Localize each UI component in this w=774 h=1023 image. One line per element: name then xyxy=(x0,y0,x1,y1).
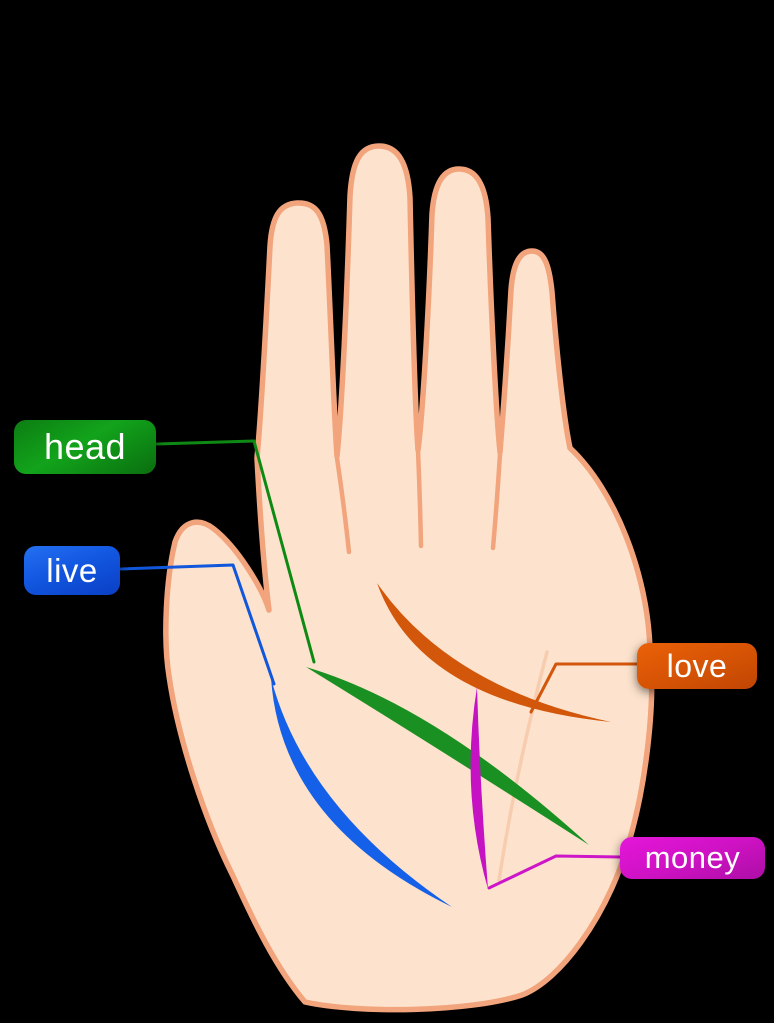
finger-webbing-crease xyxy=(334,455,352,555)
label-money-text: money xyxy=(644,840,741,875)
palm-crease xyxy=(497,650,549,882)
live-leader-line xyxy=(119,563,276,686)
money-line xyxy=(470,687,488,889)
head-leader-line xyxy=(155,439,316,664)
label-head: head xyxy=(14,420,156,474)
money-leader-line xyxy=(487,854,623,890)
finger-webbing-crease xyxy=(490,451,503,551)
label-money: money xyxy=(620,837,765,879)
finger-webbing-crease xyxy=(415,447,424,549)
label-live: live xyxy=(24,546,120,595)
label-love-text: love xyxy=(666,647,728,684)
hand-shape xyxy=(163,143,655,1013)
label-live-text: live xyxy=(46,551,98,589)
love-leader-line xyxy=(529,662,639,714)
heart-line xyxy=(377,583,611,722)
label-love: love xyxy=(637,643,757,689)
label-head-text: head xyxy=(43,426,127,467)
